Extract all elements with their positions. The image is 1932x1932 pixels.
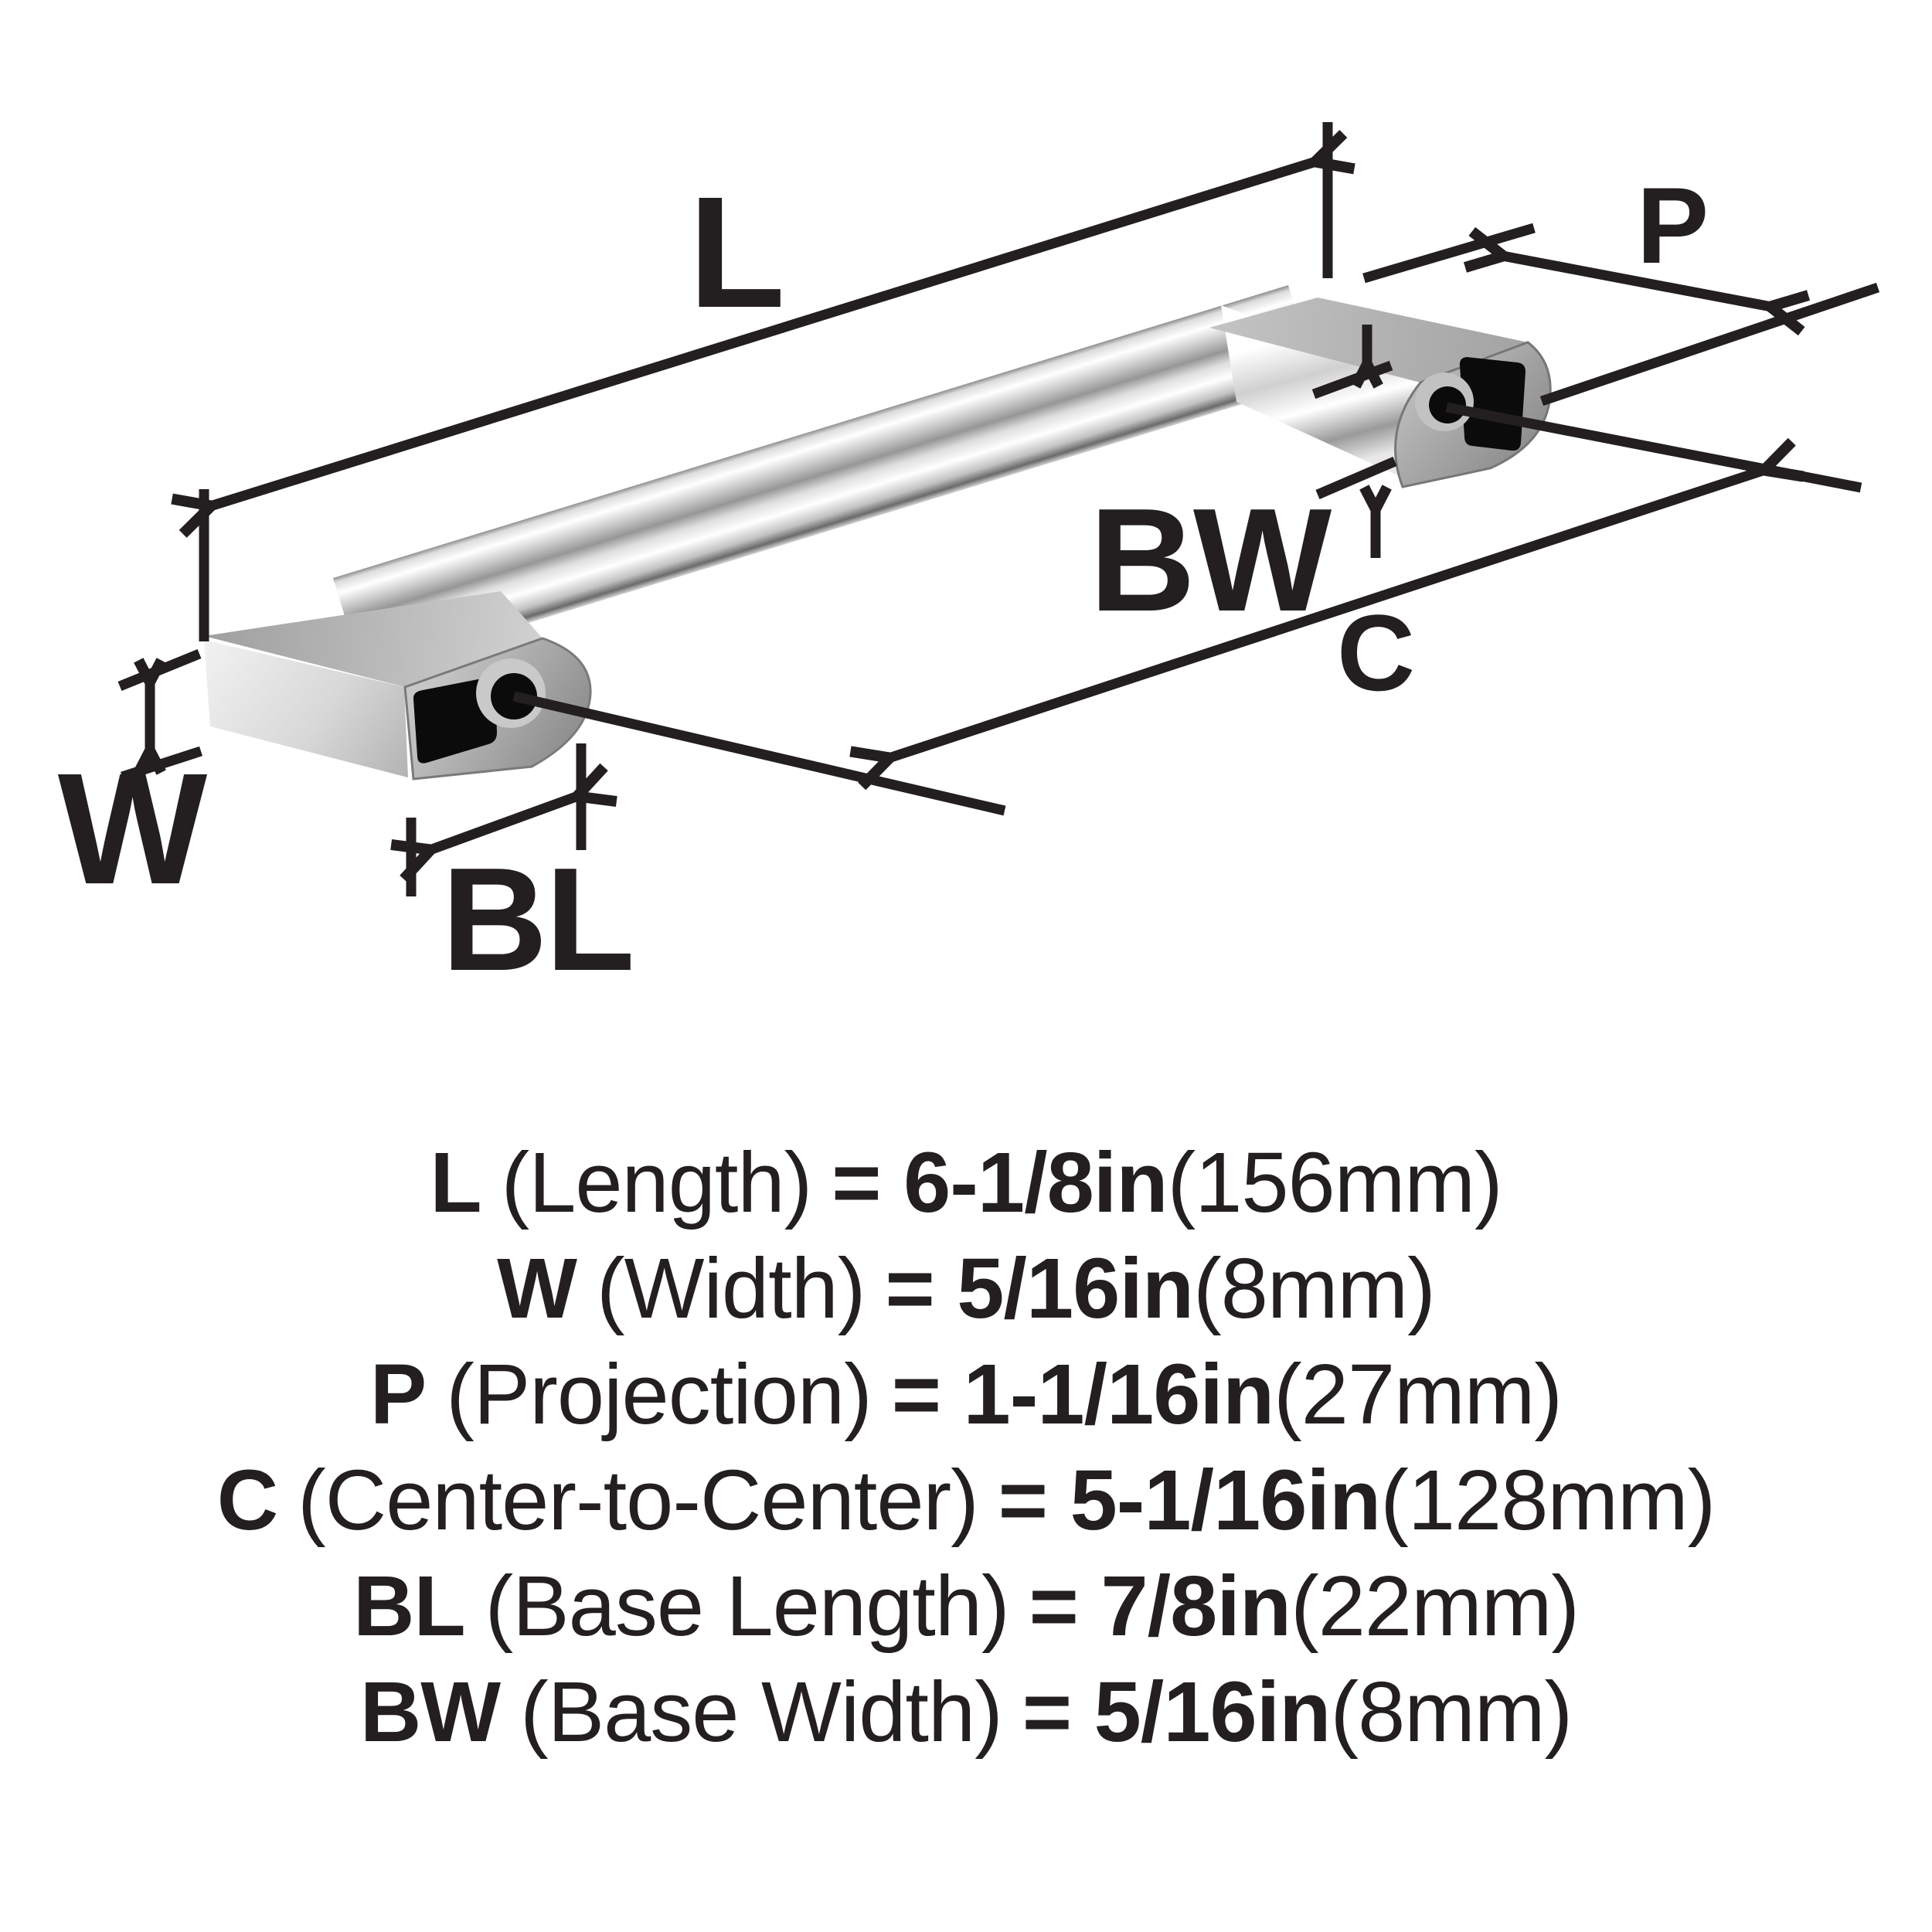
dimension-labels: L P BW C W BL — [58, 164, 1709, 1002]
dim-C-extension-left-hole — [512, 691, 1006, 816]
dim-W-tick-top — [117, 648, 202, 692]
spec-name: (Base Length) — [485, 1559, 1010, 1654]
spec-row-base-length: BL(Base Length)= 7/8in(22mm) — [0, 1553, 1932, 1659]
spec-name: (Base Width) — [520, 1665, 1003, 1760]
label-length: L — [689, 164, 783, 341]
left-base-opening — [413, 677, 497, 764]
spec-value: = 6-1/8in — [832, 1135, 1168, 1230]
spec-symbol: P — [369, 1347, 427, 1442]
spec-value: = 5/16in — [1022, 1665, 1332, 1760]
dim-BW-tick-bottom — [1315, 457, 1397, 499]
label-center-to-center: C — [1337, 592, 1414, 713]
spec-name: (Width) — [597, 1241, 866, 1336]
left-base — [204, 591, 592, 781]
right-base-opening — [1459, 357, 1526, 451]
spec-metric: (156mm) — [1167, 1135, 1503, 1230]
spec-list: L(Length)= 6-1/8in(156mm) W(Width)= 5/16… — [0, 1130, 1932, 1765]
spec-name: (Length) — [501, 1135, 813, 1230]
spec-metric: (128mm) — [1380, 1453, 1716, 1548]
spec-symbol: W — [497, 1241, 577, 1336]
label-base-length: BL — [441, 838, 632, 1002]
spec-row-width: W(Width)= 5/16in(8mm) — [0, 1236, 1932, 1342]
spec-row-center-to-center: C(Center-to-Center)= 5-1/16in(128mm) — [0, 1447, 1932, 1553]
dim-BL-arrow — [430, 796, 578, 850]
spec-value: = 5-1/16in — [998, 1453, 1381, 1548]
spec-symbol: BW — [359, 1665, 501, 1760]
spec-symbol: L — [430, 1135, 481, 1230]
spec-metric: (27mm) — [1274, 1347, 1563, 1442]
dim-L-arrow — [210, 162, 1316, 506]
spec-value: = 5/16in — [885, 1241, 1194, 1336]
spec-row-projection: P(Projection)= 1-1/16in(27mm) — [0, 1342, 1932, 1447]
spec-value: = 1-1/16in — [891, 1347, 1274, 1442]
spec-value: = 7/8in — [1029, 1559, 1291, 1654]
dim-P-arrow — [1502, 256, 1771, 307]
spec-metric: (8mm) — [1193, 1241, 1436, 1336]
label-projection: P — [1637, 165, 1708, 286]
spec-symbol: BL — [353, 1559, 466, 1654]
dimension-lines — [117, 122, 1880, 896]
spec-metric: (8mm) — [1330, 1665, 1573, 1760]
spec-row-base-width: BW(Base Width)= 5/16in(8mm) — [0, 1659, 1932, 1765]
spec-name: (Center-to-Center) — [298, 1453, 979, 1548]
spec-name: (Projection) — [446, 1347, 872, 1442]
left-base-top-face — [204, 591, 543, 687]
label-width: W — [58, 740, 208, 917]
spec-symbol: C — [216, 1453, 278, 1548]
dim-C-arrow — [889, 470, 1765, 758]
left-base-front-face — [204, 640, 408, 777]
dim-P-extension-front — [1539, 282, 1880, 406]
spec-row-length: L(Length)= 6-1/8in(156mm) — [0, 1130, 1932, 1236]
label-base-width: BW — [1090, 478, 1332, 642]
spec-metric: (22mm) — [1291, 1559, 1580, 1654]
dim-BW-tick-top — [1311, 360, 1393, 400]
